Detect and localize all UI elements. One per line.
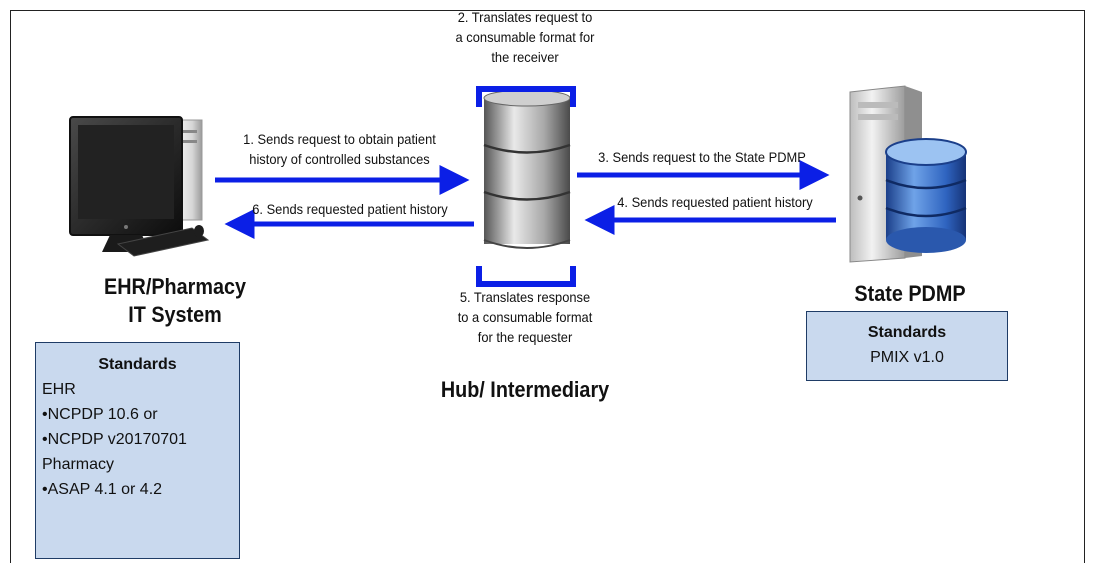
step-6-label: 6. Sends requested patient history	[252, 201, 448, 217]
step-4-label: 4. Sends requested patient history	[617, 194, 813, 210]
server-database-icon	[849, 85, 967, 263]
pdmp-node-title: State PDMP	[854, 281, 966, 306]
ehr-standards-item: EHR	[42, 381, 76, 398]
diagram-frame	[10, 10, 1085, 563]
ehr-standards-item: •ASAP 4.1 or 4.2	[42, 481, 163, 498]
ehr-standards-item: Pharmacy	[42, 456, 115, 473]
top-bracket	[476, 86, 576, 107]
ehr-standards-title: Standards	[98, 356, 177, 373]
database-cylinder-icon	[483, 89, 571, 249]
ehr-standards-box: Standards EHR •NCPDP 10.6 or •NCPDP v201…	[35, 342, 240, 559]
desktop-computer-icon	[69, 116, 210, 257]
ehr-standards-item: •NCPDP 10.6 or	[42, 406, 158, 423]
bottom-bracket	[476, 266, 576, 287]
ehr-standards-item: •NCPDP v20170701	[42, 431, 187, 448]
step-3-label: 3. Sends request to the State PDMP	[598, 149, 806, 165]
pdmp-standards-item: PMIX v1.0	[870, 349, 944, 366]
hub-node-title: Hub/ Intermediary	[440, 377, 610, 402]
pdmp-standards-box: Standards PMIX v1.0	[806, 311, 1008, 381]
pdmp-standards-title: Standards	[867, 324, 947, 341]
